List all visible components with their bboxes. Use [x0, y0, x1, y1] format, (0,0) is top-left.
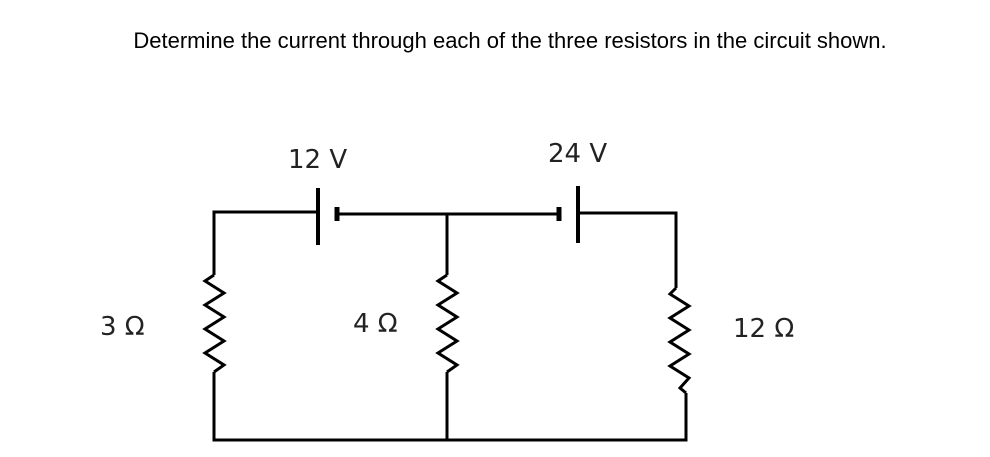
- resistor-left: [202, 273, 227, 374]
- battery-right: [556, 186, 580, 243]
- wire-top-right: [578, 211, 678, 288]
- wire-left-bottom: [212, 372, 688, 442]
- question-text: Determine the current through each of th…: [133, 28, 887, 53]
- resistor-middle: [435, 273, 460, 374]
- resistor-right-label: 12 Ω: [733, 314, 794, 344]
- resistor-middle-label: 4 Ω: [353, 309, 398, 339]
- resistor-left-label: 3 Ω: [100, 312, 145, 342]
- battery-left-label: 12 V: [288, 145, 347, 175]
- battery-right-label: 24 V: [548, 139, 607, 169]
- wire-top-left: [212, 210, 318, 275]
- battery-left: [316, 188, 340, 245]
- resistor-right: [667, 286, 692, 395]
